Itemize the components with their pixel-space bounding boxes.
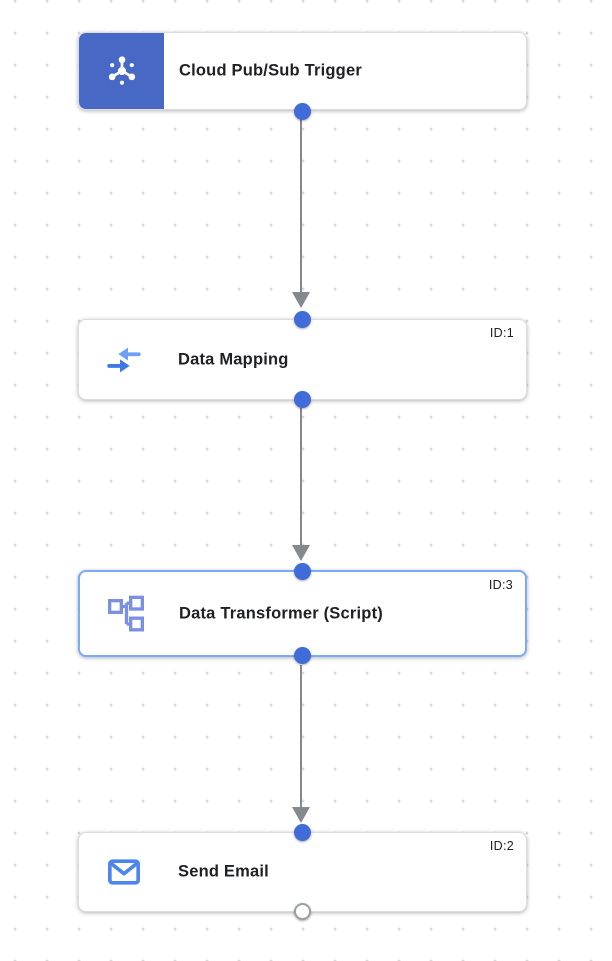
node-id-badge: ID:3: [488, 578, 513, 592]
node-title: Cloud Pub/Sub Trigger: [179, 61, 362, 80]
node-id-badge: ID:1: [489, 326, 514, 340]
output-connector[interactable]: [294, 391, 311, 408]
node-title: Send Email: [178, 862, 269, 881]
data-mapping-icon: [107, 347, 141, 372]
input-connector[interactable]: [294, 563, 311, 580]
output-connector-empty[interactable]: [294, 903, 311, 920]
pubsub-icon: [108, 56, 135, 85]
output-connector[interactable]: [294, 647, 311, 664]
node-cloud-pubsub-trigger[interactable]: Cloud Pub/Sub Trigger: [78, 32, 527, 120]
data-transformer-icon: [107, 595, 144, 631]
node-send-email[interactable]: ID:2 Send Email: [78, 824, 527, 920]
node-title: Data Mapping: [178, 350, 289, 368]
edge-line[interactable]: [300, 118, 302, 292]
trigger-icon-block: [79, 33, 164, 109]
node-data-transformer[interactable]: ID:3 Data Transformer (Script): [78, 563, 527, 664]
input-connector[interactable]: [294, 311, 311, 328]
edge-arrowhead-icon: [292, 545, 310, 561]
node-title: Data Transformer (Script): [179, 604, 383, 622]
edge-arrowhead-icon: [292, 807, 310, 823]
node-data-mapping[interactable]: ID:1 Data Mapping: [78, 311, 527, 408]
send-email-icon: [108, 859, 140, 885]
node-id-badge: ID:2: [489, 839, 514, 853]
output-connector[interactable]: [294, 103, 311, 120]
edge-line[interactable]: [300, 408, 302, 545]
input-connector[interactable]: [294, 824, 311, 841]
edge-arrowhead-icon: [292, 292, 310, 308]
edge-line[interactable]: [300, 665, 302, 807]
